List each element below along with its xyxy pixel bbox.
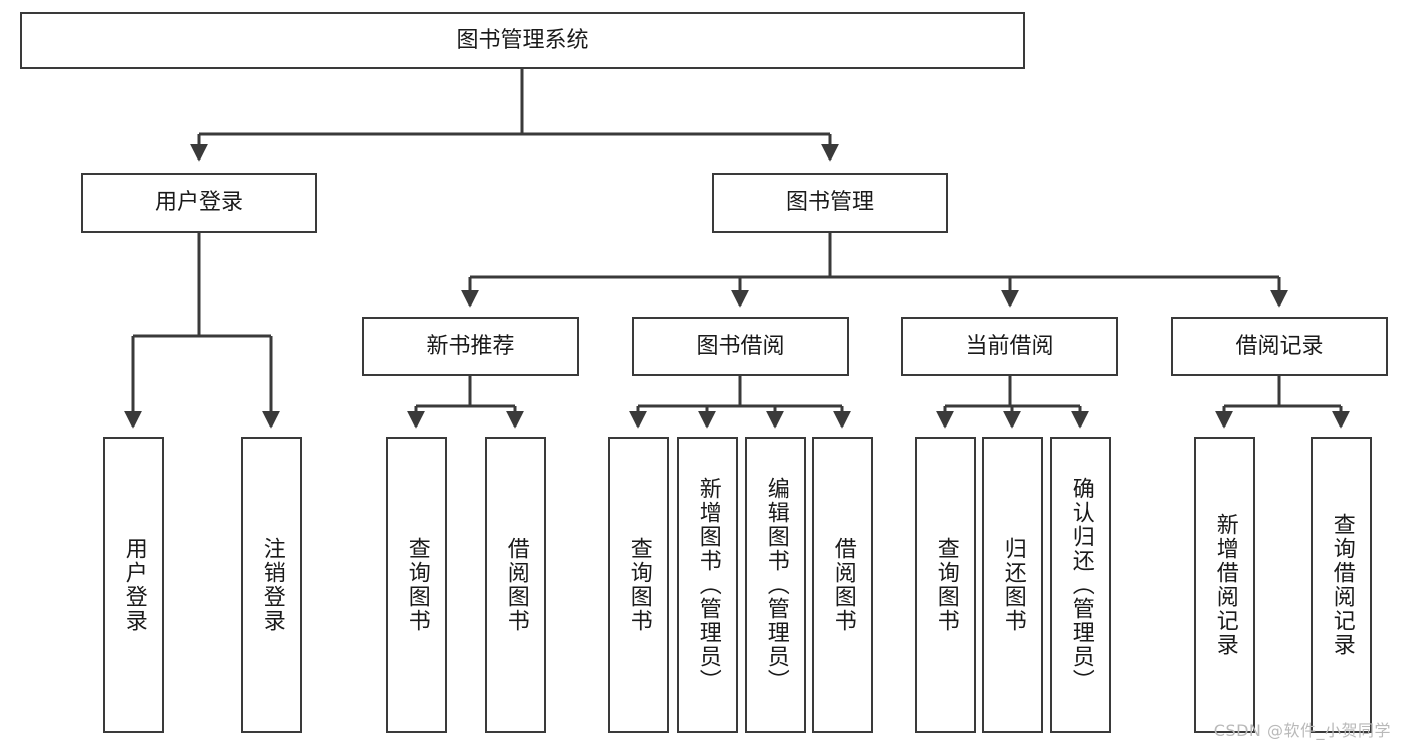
leaf-book-borrow-edit[interactable]: 编辑图书（管理员） [745,437,806,733]
node-label: 新增借阅记录 [1212,513,1238,657]
leaf-new-book-query[interactable]: 查询图书 [386,437,447,733]
node-label: 借阅图书 [830,537,856,633]
node-label: 查询借阅记录 [1329,513,1355,657]
node-label: 查询图书 [626,537,652,633]
node-label: 图书管理 [785,190,874,216]
leaf-current-borrow-confirm-return[interactable]: 确认归还（管理员） [1050,437,1111,733]
node-book-borrow[interactable]: 图书借阅 [632,317,849,376]
node-label: 确认归还（管理员） [1068,477,1094,693]
node-label: 用户登录 [121,537,147,633]
leaf-user-login-login[interactable]: 用户登录 [103,437,164,733]
watermark: CSDN @软件_小贺同学 [1213,721,1391,740]
node-current-borrow[interactable]: 当前借阅 [901,317,1118,376]
node-label: 借阅记录 [1235,333,1324,359]
leaf-book-borrow-borrow[interactable]: 借阅图书 [812,437,873,733]
node-user-login[interactable]: 用户登录 [81,173,317,233]
node-label: 查询图书 [933,537,959,633]
leaf-borrow-record-add[interactable]: 新增借阅记录 [1194,437,1255,733]
node-label: 图书借阅 [696,333,785,359]
leaf-borrow-record-query[interactable]: 查询借阅记录 [1311,437,1372,733]
node-borrow-record[interactable]: 借阅记录 [1171,317,1388,376]
node-label: 新增图书（管理员） [695,477,721,693]
node-label: 借阅图书 [503,537,529,633]
node-label: 用户登录 [154,190,243,216]
node-label: 图书管理系统 [456,27,589,53]
leaf-current-borrow-query[interactable]: 查询图书 [915,437,976,733]
node-label: 编辑图书（管理员） [763,477,789,693]
node-book-management[interactable]: 图书管理 [712,173,948,233]
node-label: 注销登录 [259,537,285,633]
leaf-current-borrow-return[interactable]: 归还图书 [982,437,1043,733]
leaf-user-login-logout[interactable]: 注销登录 [241,437,302,733]
node-label: 查询图书 [404,537,430,633]
leaf-book-borrow-add[interactable]: 新增图书（管理员） [677,437,738,733]
node-label: 新书推荐 [426,333,515,359]
node-root-system[interactable]: 图书管理系统 [20,12,1025,69]
node-new-book-recommend[interactable]: 新书推荐 [362,317,579,376]
node-label: 当前借阅 [965,333,1054,359]
node-label: 归还图书 [1000,537,1026,633]
leaf-new-book-borrow[interactable]: 借阅图书 [485,437,546,733]
leaf-book-borrow-query[interactable]: 查询图书 [608,437,669,733]
